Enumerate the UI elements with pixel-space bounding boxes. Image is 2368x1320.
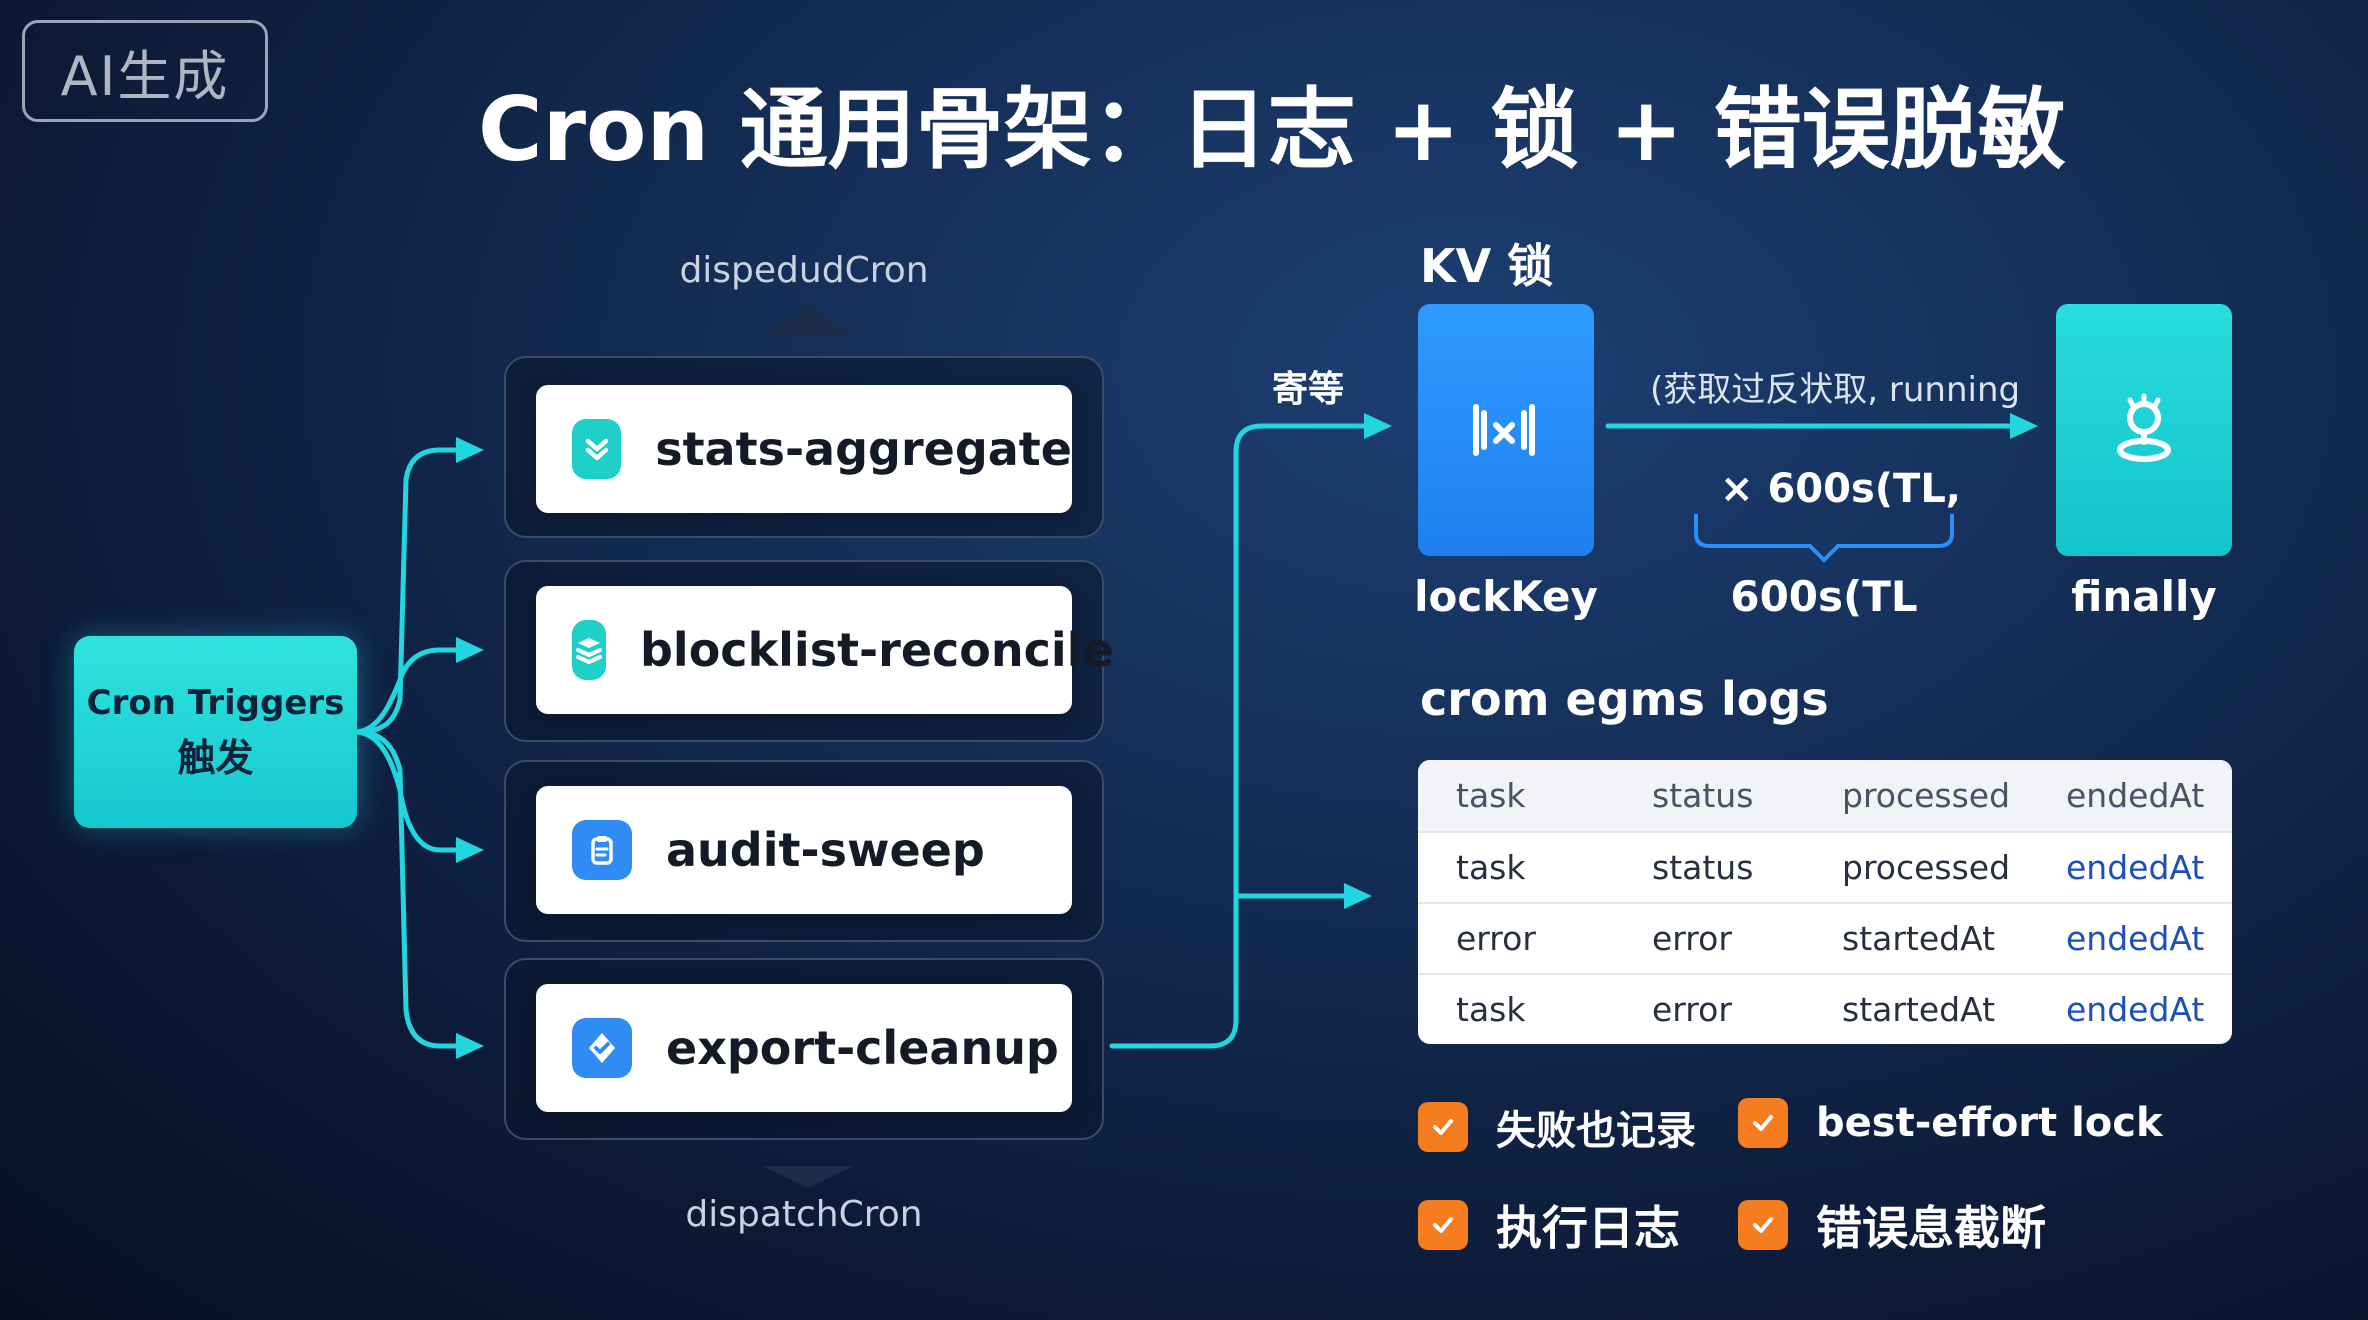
dispatcher-bottom-notch	[762, 1166, 854, 1188]
release-icon	[2117, 393, 2171, 462]
check-chevrons-icon	[572, 419, 622, 479]
task-card-audit-sweep[interactable]: audit-sweep	[536, 786, 1072, 914]
table-row[interactable]: task error startedAt endedAt	[1418, 973, 2232, 1044]
checkbox-checked-icon	[1738, 1098, 1788, 1148]
logs-title: crom egms logs	[1420, 672, 1829, 726]
acquire-running-label: (获取过反状取, running	[1650, 370, 2021, 410]
ttl-label: × 600s(TL,	[1720, 466, 1961, 512]
table-row[interactable]: error error startedAt endedAt	[1418, 902, 2232, 973]
task-card-export-cleanup[interactable]: export-cleanup	[536, 984, 1072, 1112]
dispatcher-top-notch	[762, 306, 854, 336]
clipboard-icon	[572, 820, 632, 880]
lock-key-label: lockKey	[1414, 572, 1598, 621]
table-cell: error	[1652, 990, 1732, 1029]
task-card-blocklist-reconcile[interactable]: blocklist-reconcile	[536, 586, 1114, 714]
feature-item: 失败也记录	[1418, 1098, 1696, 1156]
column-header: endedAt	[2066, 776, 2205, 815]
feature-label: 执行日志	[1496, 1201, 1680, 1255]
logs-table: task status processed endedAt task statu…	[1418, 760, 2232, 1044]
ttl-brace-label: 600s(TL	[1730, 572, 1918, 621]
checkbox-checked-icon	[1418, 1200, 1468, 1250]
feature-item: 执行日志	[1418, 1192, 1680, 1258]
task-label: stats-aggregate	[655, 422, 1072, 476]
arrow-to-lock	[1109, 413, 1392, 1049]
cron-triggers-node[interactable]: Cron Triggers 触发	[74, 636, 357, 828]
task-card-stats-aggregate[interactable]: stats-aggregate	[536, 385, 1072, 513]
arrow-to-stats	[354, 437, 484, 735]
column-header: task	[1456, 776, 1526, 815]
column-header: processed	[1842, 776, 2011, 815]
task-label: export-cleanup	[666, 1021, 1059, 1075]
checkbox-checked-icon	[1418, 1102, 1468, 1152]
dispatcher-top-label: dispedudCron	[679, 250, 929, 291]
table-cell: startedAt	[1842, 919, 1996, 958]
lock-key-icon	[1473, 404, 1535, 456]
feature-item: best-effort lock	[1738, 1098, 2163, 1148]
layers-icon	[572, 620, 606, 680]
finally-node[interactable]	[2056, 304, 2232, 556]
feature-label: 失败也记录	[1496, 1108, 1696, 1154]
table-cell: endedAt	[2066, 990, 2205, 1029]
table-cell: processed	[1842, 848, 2011, 887]
arrow-to-blocklist	[354, 637, 484, 735]
task-label: audit-sweep	[666, 823, 985, 877]
table-cell: status	[1652, 848, 1754, 887]
table-cell: startedAt	[1842, 990, 1996, 1029]
task-label: blocklist-reconcile	[640, 623, 1114, 677]
dispatcher-bottom-label: dispatchCron	[685, 1194, 923, 1235]
page-title: Cron 通用骨架：日志 + 锁 + 错误脱敏	[478, 78, 2066, 181]
table-row[interactable]: task status processed endedAt	[1418, 831, 2232, 902]
table-cell: task	[1456, 848, 1526, 887]
badge-check-icon	[572, 1018, 632, 1078]
column-header: status	[1652, 776, 1754, 815]
checkbox-checked-icon	[1738, 1200, 1788, 1250]
ttl-brace	[1694, 514, 1954, 563]
trigger-sublabel: 触发	[177, 736, 254, 780]
trigger-label: Cron Triggers	[86, 683, 345, 723]
table-cell: error	[1652, 919, 1732, 958]
lock-key-node[interactable]	[1418, 304, 1594, 556]
ai-generated-badge: AI生成	[22, 20, 268, 122]
table-cell: endedAt	[2066, 848, 2205, 887]
arrow-to-export	[354, 729, 484, 1059]
table-header-row: task status processed endedAt	[1418, 760, 2232, 831]
feature-item: 错误息截断	[1738, 1192, 2046, 1258]
kv-lock-title: KV 锁	[1420, 239, 1554, 293]
feature-label: 错误息截断	[1816, 1201, 2046, 1255]
table-cell: task	[1456, 990, 1526, 1029]
arrow-to-audit	[354, 729, 484, 863]
feature-label: best-effort lock	[1816, 1100, 2163, 1146]
table-cell: endedAt	[2066, 919, 2205, 958]
wait-label: 寄等	[1272, 369, 1345, 410]
table-cell: error	[1456, 919, 1536, 958]
finally-label: finally	[2071, 572, 2217, 621]
